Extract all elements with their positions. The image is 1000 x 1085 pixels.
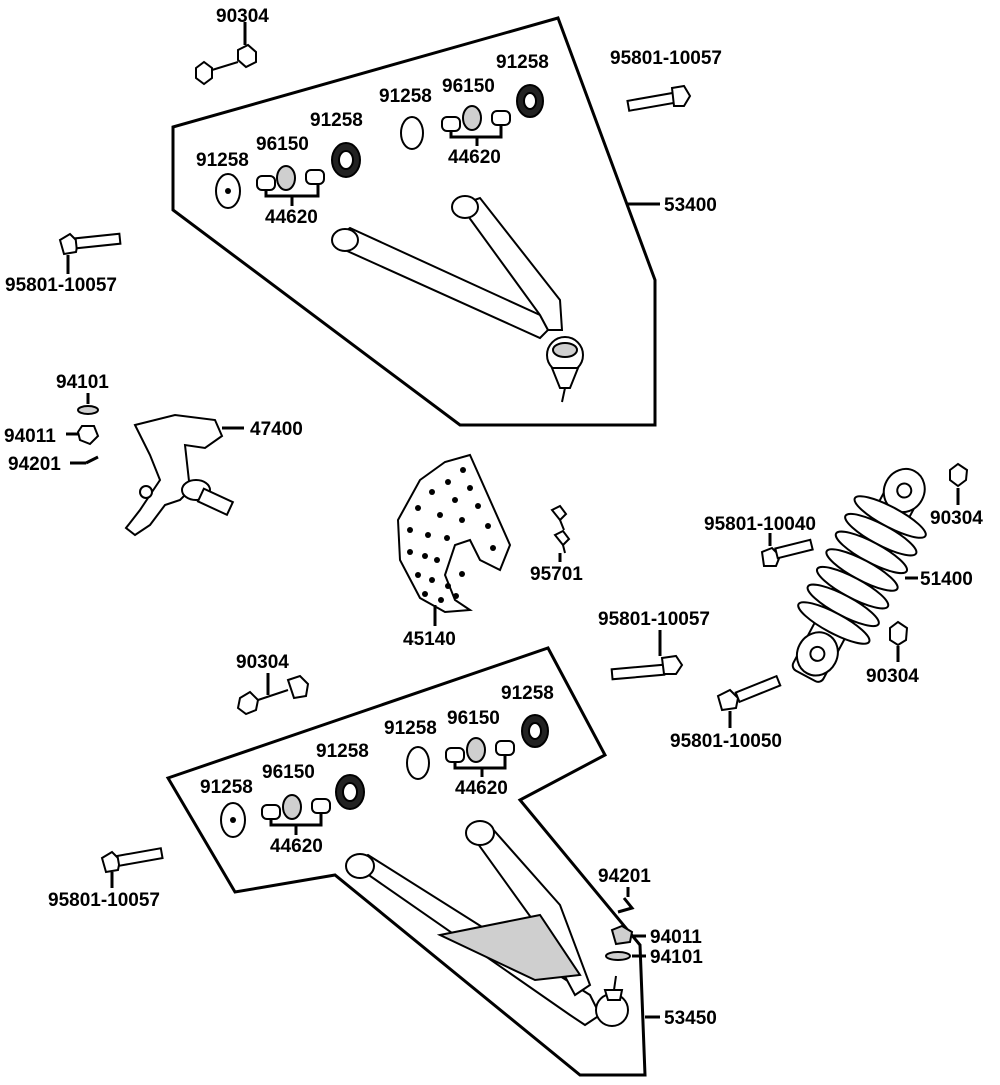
label-45140: 45140 [403,629,456,650]
label-upper-91258-a: 91258 [196,150,249,171]
upper-bolt-right [626,84,692,112]
lower-a-arm [345,820,629,1027]
label-shock-90304-top: 90304 [930,508,983,529]
shock-bolt-10040 [760,533,814,567]
lower-bolt-left [100,847,164,888]
label-shock-90304-bottom: 90304 [866,666,919,687]
lower-nut-bolt-90304 [236,673,310,716]
label-lower-91258-b: 91258 [316,741,369,762]
upper-bushing-set-right [400,84,544,150]
upper-bushing-set-left [215,142,361,209]
label-shock-95801-10057: 95801-10057 [598,609,710,630]
label-upper-91258-b: 91258 [310,110,363,131]
shock-absorber [791,467,927,683]
label-upper-95801-right: 95801-10057 [610,48,722,69]
label-upper-44620-b: 44620 [448,147,501,168]
disc-bolts-95701 [550,504,571,562]
label-lower-91258-c: 91258 [384,718,437,739]
label-knuckle-94011: 94011 [4,426,56,447]
brake-disc [396,453,512,626]
label-lower-91258-a: 91258 [200,777,253,798]
label-53450: 53450 [664,1008,717,1029]
label-knuckle-94201: 94201 [8,454,61,475]
label-lower-96150-a: 96150 [262,762,315,783]
upper-arm-group-outline [171,16,657,427]
label-knuckle-94101: 94101 [56,372,109,393]
upper-nut-bolt-90304 [195,22,257,86]
label-lower-94011: 94011 [650,927,702,948]
label-lower-44620-a: 44620 [270,836,323,857]
steering-knuckle [124,413,244,537]
label-53400: 53400 [664,195,717,216]
shock-bolt-10057 [610,630,684,681]
label-upper-90304: 90304 [216,6,269,27]
label-47400: 47400 [250,419,303,440]
label-lower-91258-d: 91258 [501,683,554,704]
label-upper-96150-b: 96150 [442,76,495,97]
label-upper-91258-d: 91258 [496,52,549,73]
label-upper-44620-a: 44620 [265,207,318,228]
shock-bottom-nut [889,620,909,662]
label-lower-94101: 94101 [650,947,703,968]
upper-bolt-left [58,232,122,274]
label-51400: 51400 [920,569,973,590]
shock-bolt-10050 [716,674,782,728]
lower-bushing-set-right [406,714,549,780]
label-95701: 95701 [530,564,583,585]
shock-top-nut [949,462,969,505]
upper-a-arm [331,195,584,403]
label-lower-94201: 94201 [598,866,651,887]
label-upper-96150-a: 96150 [256,134,309,155]
lower-balljoint-hardware [605,887,646,961]
label-lower-95801-left: 95801-10057 [48,890,160,911]
label-lower-44620-b: 44620 [455,778,508,799]
label-95801-10040: 95801-10040 [704,514,816,535]
label-upper-95801-left: 95801-10057 [5,275,117,296]
knuckle-hardware [66,393,100,465]
label-95801-10050: 95801-10050 [670,731,782,752]
lower-bushing-set-left [220,774,365,838]
lower-arm-group-outline [165,646,647,1077]
label-upper-91258-c: 91258 [379,86,432,107]
label-lower-96150-b: 96150 [447,708,500,729]
label-lower-90304: 90304 [236,652,289,673]
